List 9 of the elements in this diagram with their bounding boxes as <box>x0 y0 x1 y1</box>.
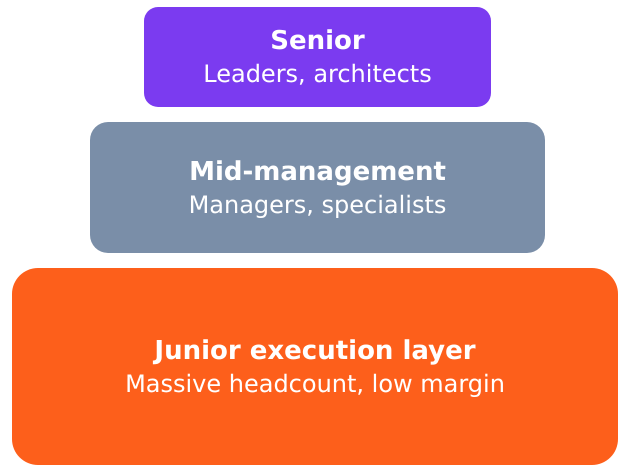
tier-title: Junior execution layer <box>154 334 476 368</box>
tier-description: Massive headcount, low margin <box>125 368 505 400</box>
tier-box <box>144 7 491 107</box>
tier-title: Mid-management <box>189 156 446 188</box>
tier-title: Senior <box>270 25 365 58</box>
tier-box <box>12 268 618 465</box>
tier-box <box>90 122 545 253</box>
tier-description: Managers, specialists <box>188 190 446 220</box>
tier-description: Leaders, architects <box>203 59 432 90</box>
